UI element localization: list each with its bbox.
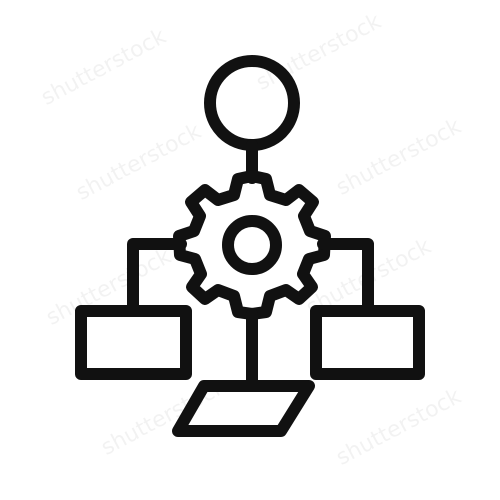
left-process-box-icon xyxy=(75,305,192,380)
process-start-circle-icon xyxy=(204,55,300,151)
right-connector-line xyxy=(317,238,374,312)
gear-center-circle-icon xyxy=(222,215,282,275)
left-connector-line xyxy=(127,238,187,312)
right-process-box-icon xyxy=(310,305,425,380)
bottom-parallelogram-icon xyxy=(172,380,315,437)
gear-icon xyxy=(173,170,331,320)
stock-image-id: 1475163793 xyxy=(0,373,69,387)
